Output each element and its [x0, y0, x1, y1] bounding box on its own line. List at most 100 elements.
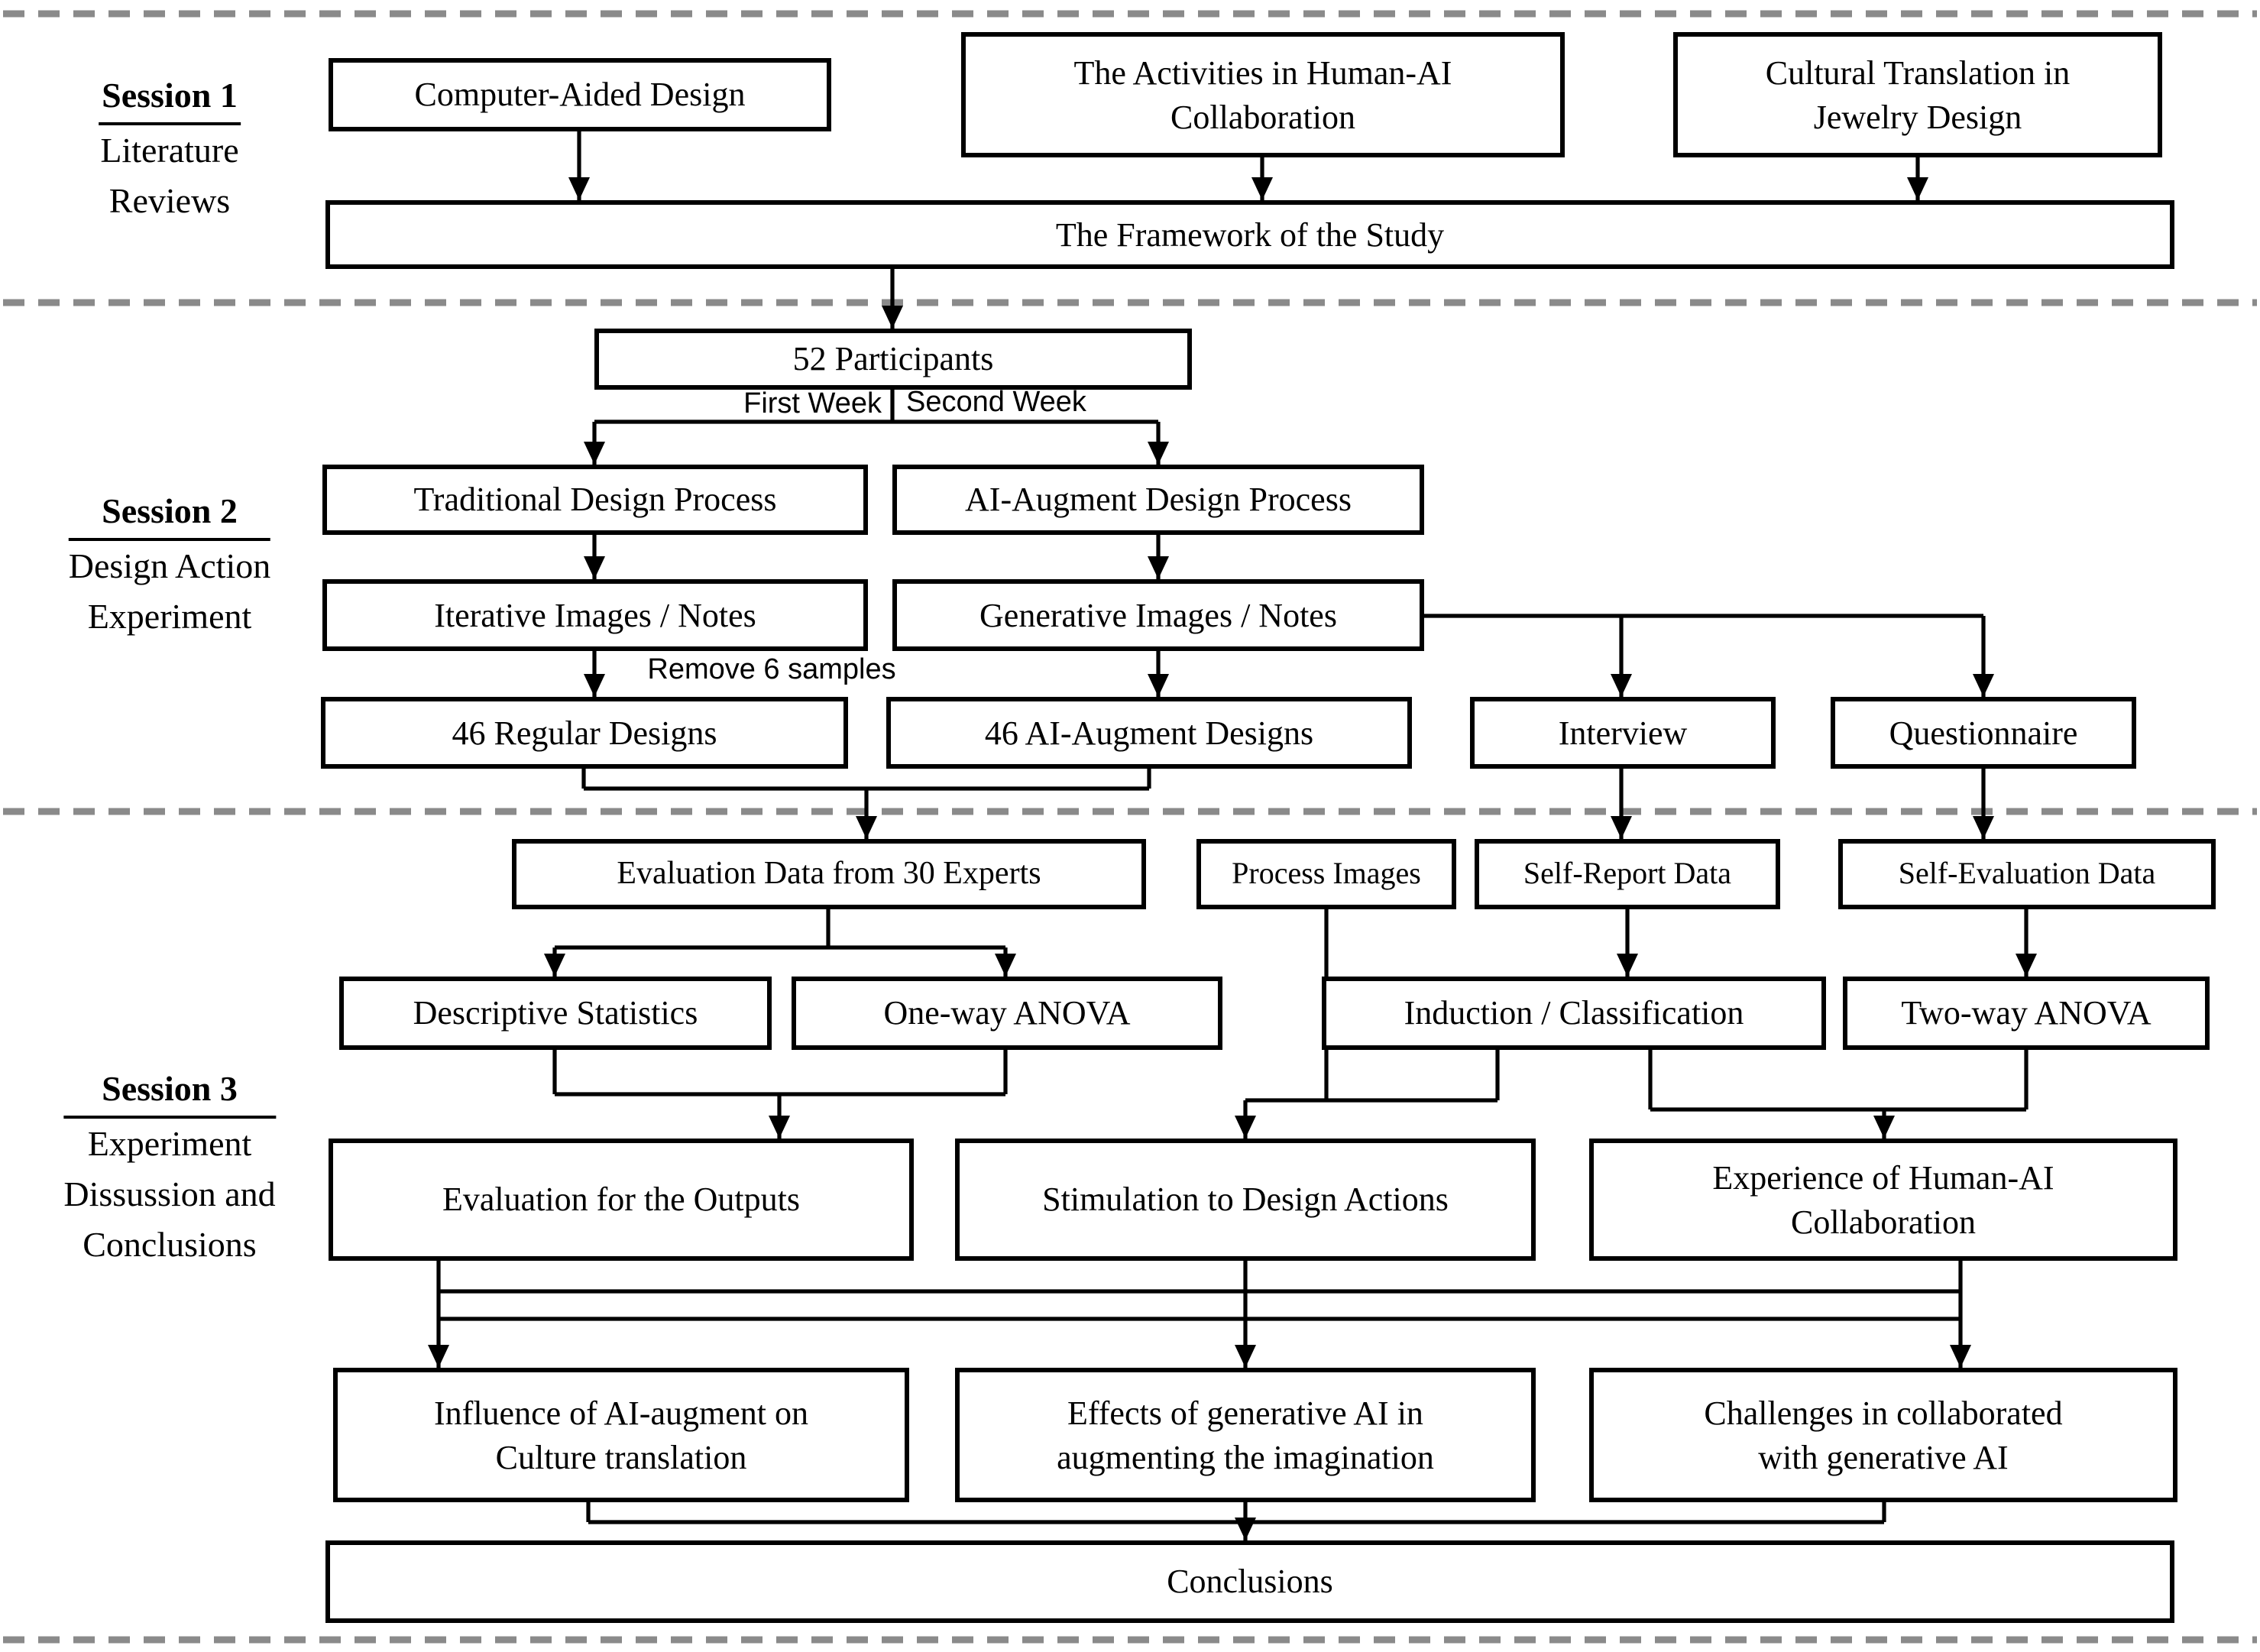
box-induction-classification-text: Induction / Classification	[1404, 993, 1744, 1032]
box-traditional-design-process-text: Traditional Design Process	[413, 480, 777, 519]
box-interview: Interview	[1470, 697, 1776, 769]
label-remove-6-samples: Remove 6 samples	[647, 654, 896, 686]
box-activities-human-ai-text: The Activities in Human-AI Collaboration	[1073, 53, 1452, 136]
box-framework-of-study: The Framework of the Study	[325, 200, 2174, 269]
box-induction-classification: Induction / Classification	[1322, 977, 1826, 1050]
session-2-label-title: Session 2	[68, 486, 271, 541]
box-self-evaluation-data-text: Self-Evaluation Data	[1898, 857, 2156, 891]
session-3-label-line: Dissussion and	[63, 1175, 276, 1213]
session-1-label-line: Literature	[100, 131, 239, 170]
box-process-images-text: Process Images	[1232, 857, 1421, 891]
box-generative-images-notes: Generative Images / Notes	[892, 579, 1424, 651]
box-one-way-anova: One-way ANOVA	[792, 977, 1222, 1050]
box-traditional-design-process: Traditional Design Process	[322, 465, 868, 535]
box-stimulation-design-actions-text: Stimulation to Design Actions	[1042, 1180, 1449, 1219]
box-two-way-anova-text: Two-way ANOVA	[1901, 993, 2152, 1032]
edge-questionnaire-to-selfeval-arrowhead-icon	[1973, 816, 1994, 839]
box-questionnaire-text: Questionnaire	[1889, 713, 2078, 752]
box-evaluation-data-30-experts-text: Evaluation Data from 30 Experts	[617, 854, 1041, 892]
edge-experience-to-challenges-arrowhead-icon	[1950, 1345, 1971, 1368]
session-1-label-line: Reviews	[108, 182, 231, 220]
box-challenges-generative-ai-text: Challenges in collaborated with generati…	[1704, 1393, 2063, 1476]
box-experience-human-ai-text: Experience of Human-AI Collaboration	[1712, 1158, 2054, 1241]
box-self-report-data-text: Self-Report Data	[1523, 857, 1732, 891]
box-process-images: Process Images	[1196, 839, 1456, 909]
edge-to-conclusions-arrowhead-icon	[1235, 1518, 1256, 1540]
box-46-regular-designs: 46 Regular Designs	[321, 697, 848, 769]
session-2-label-line: Experiment	[87, 598, 252, 636]
edge-interview-to-selfreport-arrowhead-icon	[1611, 816, 1632, 839]
box-iterative-images-notes-text: Iterative Images / Notes	[434, 595, 756, 634]
edge-to-questionnaire-arrowhead-icon	[1973, 674, 1994, 697]
edge-evalout-to-influence-arrowhead-icon	[428, 1345, 449, 1368]
session-3-label-title: Session 3	[63, 1064, 276, 1119]
box-framework-of-study-text: The Framework of the Study	[1055, 215, 1445, 254]
box-ai-augment-design-process: AI-Augment Design Process	[892, 465, 1424, 535]
box-effects-generative-ai: Effects of generative AI in augmenting t…	[955, 1368, 1536, 1502]
box-cultural-translation: Cultural Translation in Jewelry Design	[1673, 32, 2162, 157]
box-two-way-anova: Two-way ANOVA	[1843, 977, 2210, 1050]
box-self-evaluation-data: Self-Evaluation Data	[1838, 839, 2216, 909]
box-influence-ai-augment: Influence of AI-augment on Culture trans…	[333, 1368, 909, 1502]
session-2-label-line: Design Action	[68, 547, 271, 585]
edge-to-evaluation-data-arrowhead-icon	[856, 816, 877, 839]
box-influence-ai-augment-text: Influence of AI-augment on Culture trans…	[434, 1393, 808, 1476]
box-46-regular-designs-text: 46 Regular Designs	[452, 713, 717, 752]
edge-activities-to-framework-arrowhead-icon	[1251, 177, 1273, 200]
edge-to-experience-arrowhead-icon	[1873, 1116, 1895, 1139]
box-46-ai-augment-designs-text: 46 AI-Augment Designs	[984, 713, 1314, 752]
label-first-week: First Week	[743, 388, 882, 420]
box-conclusions-text: Conclusions	[1167, 1562, 1333, 1601]
edge-cad-to-framework-arrowhead-icon	[568, 177, 590, 200]
box-self-report-data: Self-Report Data	[1475, 839, 1780, 909]
session-1-label-title: Session 1	[99, 70, 241, 125]
box-effects-generative-ai-text: Effects of generative AI in augmenting t…	[1057, 1393, 1434, 1476]
box-computer-aided-design: Computer-Aided Design	[329, 58, 831, 131]
box-52-participants-text: 52 Participants	[792, 339, 994, 378]
session-3-label-line: Conclusions	[83, 1226, 257, 1264]
box-evaluation-data-30-experts: Evaluation Data from 30 Experts	[512, 839, 1146, 909]
edge-iterative-to-46regular-arrowhead-icon	[584, 674, 605, 697]
box-one-way-anova-text: One-way ANOVA	[883, 993, 1131, 1032]
edge-to-evaluation-outputs-arrowhead-icon	[769, 1116, 790, 1139]
box-iterative-images-notes: Iterative Images / Notes	[322, 579, 868, 651]
session-3-label-line: Experiment	[87, 1125, 252, 1163]
box-conclusions: Conclusions	[325, 1540, 2174, 1623]
box-descriptive-statistics-text: Descriptive Statistics	[413, 993, 698, 1032]
edge-to-interview-arrowhead-icon	[1611, 674, 1632, 697]
edge-traditional-to-iterative-arrowhead-icon	[584, 556, 605, 579]
box-46-ai-augment-designs: 46 AI-Augment Designs	[886, 697, 1412, 769]
edge-to-stimulation-arrowhead-icon	[1235, 1116, 1256, 1139]
edge-to-descriptive-arrowhead-icon	[544, 954, 565, 977]
box-cultural-translation-text: Cultural Translation in Jewelry Design	[1765, 53, 2071, 136]
edge-generative-to-46ai-arrowhead-icon	[1148, 674, 1169, 697]
box-descriptive-statistics: Descriptive Statistics	[339, 977, 772, 1050]
label-second-week: Second Week	[906, 387, 1086, 419]
edge-to-ai-process-arrowhead-icon	[1148, 442, 1169, 465]
box-evaluation-for-outputs-text: Evaluation for the Outputs	[442, 1180, 800, 1219]
box-computer-aided-design-text: Computer-Aided Design	[414, 75, 746, 114]
edge-to-oneway-arrowhead-icon	[995, 954, 1016, 977]
edge-ai-to-generative-arrowhead-icon	[1148, 556, 1169, 579]
box-questionnaire: Questionnaire	[1831, 697, 2136, 769]
box-ai-augment-design-process-text: AI-Augment Design Process	[965, 480, 1352, 519]
edge-stimulation-to-effects-arrowhead-icon	[1235, 1345, 1256, 1368]
edge-selfreport-to-induction-arrowhead-icon	[1617, 954, 1638, 977]
box-challenges-generative-ai: Challenges in collaborated with generati…	[1589, 1368, 2177, 1502]
box-stimulation-design-actions: Stimulation to Design Actions	[955, 1139, 1536, 1261]
edge-framework-to-participants-arrowhead-icon	[882, 306, 903, 329]
box-evaluation-for-outputs: Evaluation for the Outputs	[329, 1139, 914, 1261]
box-52-participants: 52 Participants	[594, 329, 1192, 390]
edge-selfeval-to-twoway-arrowhead-icon	[2016, 954, 2037, 977]
box-activities-human-ai: The Activities in Human-AI Collaboration	[961, 32, 1565, 157]
box-experience-human-ai: Experience of Human-AI Collaboration	[1589, 1139, 2177, 1261]
edge-to-traditional-arrowhead-icon	[584, 442, 605, 465]
box-interview-text: Interview	[1558, 713, 1688, 752]
box-generative-images-notes-text: Generative Images / Notes	[979, 595, 1337, 634]
